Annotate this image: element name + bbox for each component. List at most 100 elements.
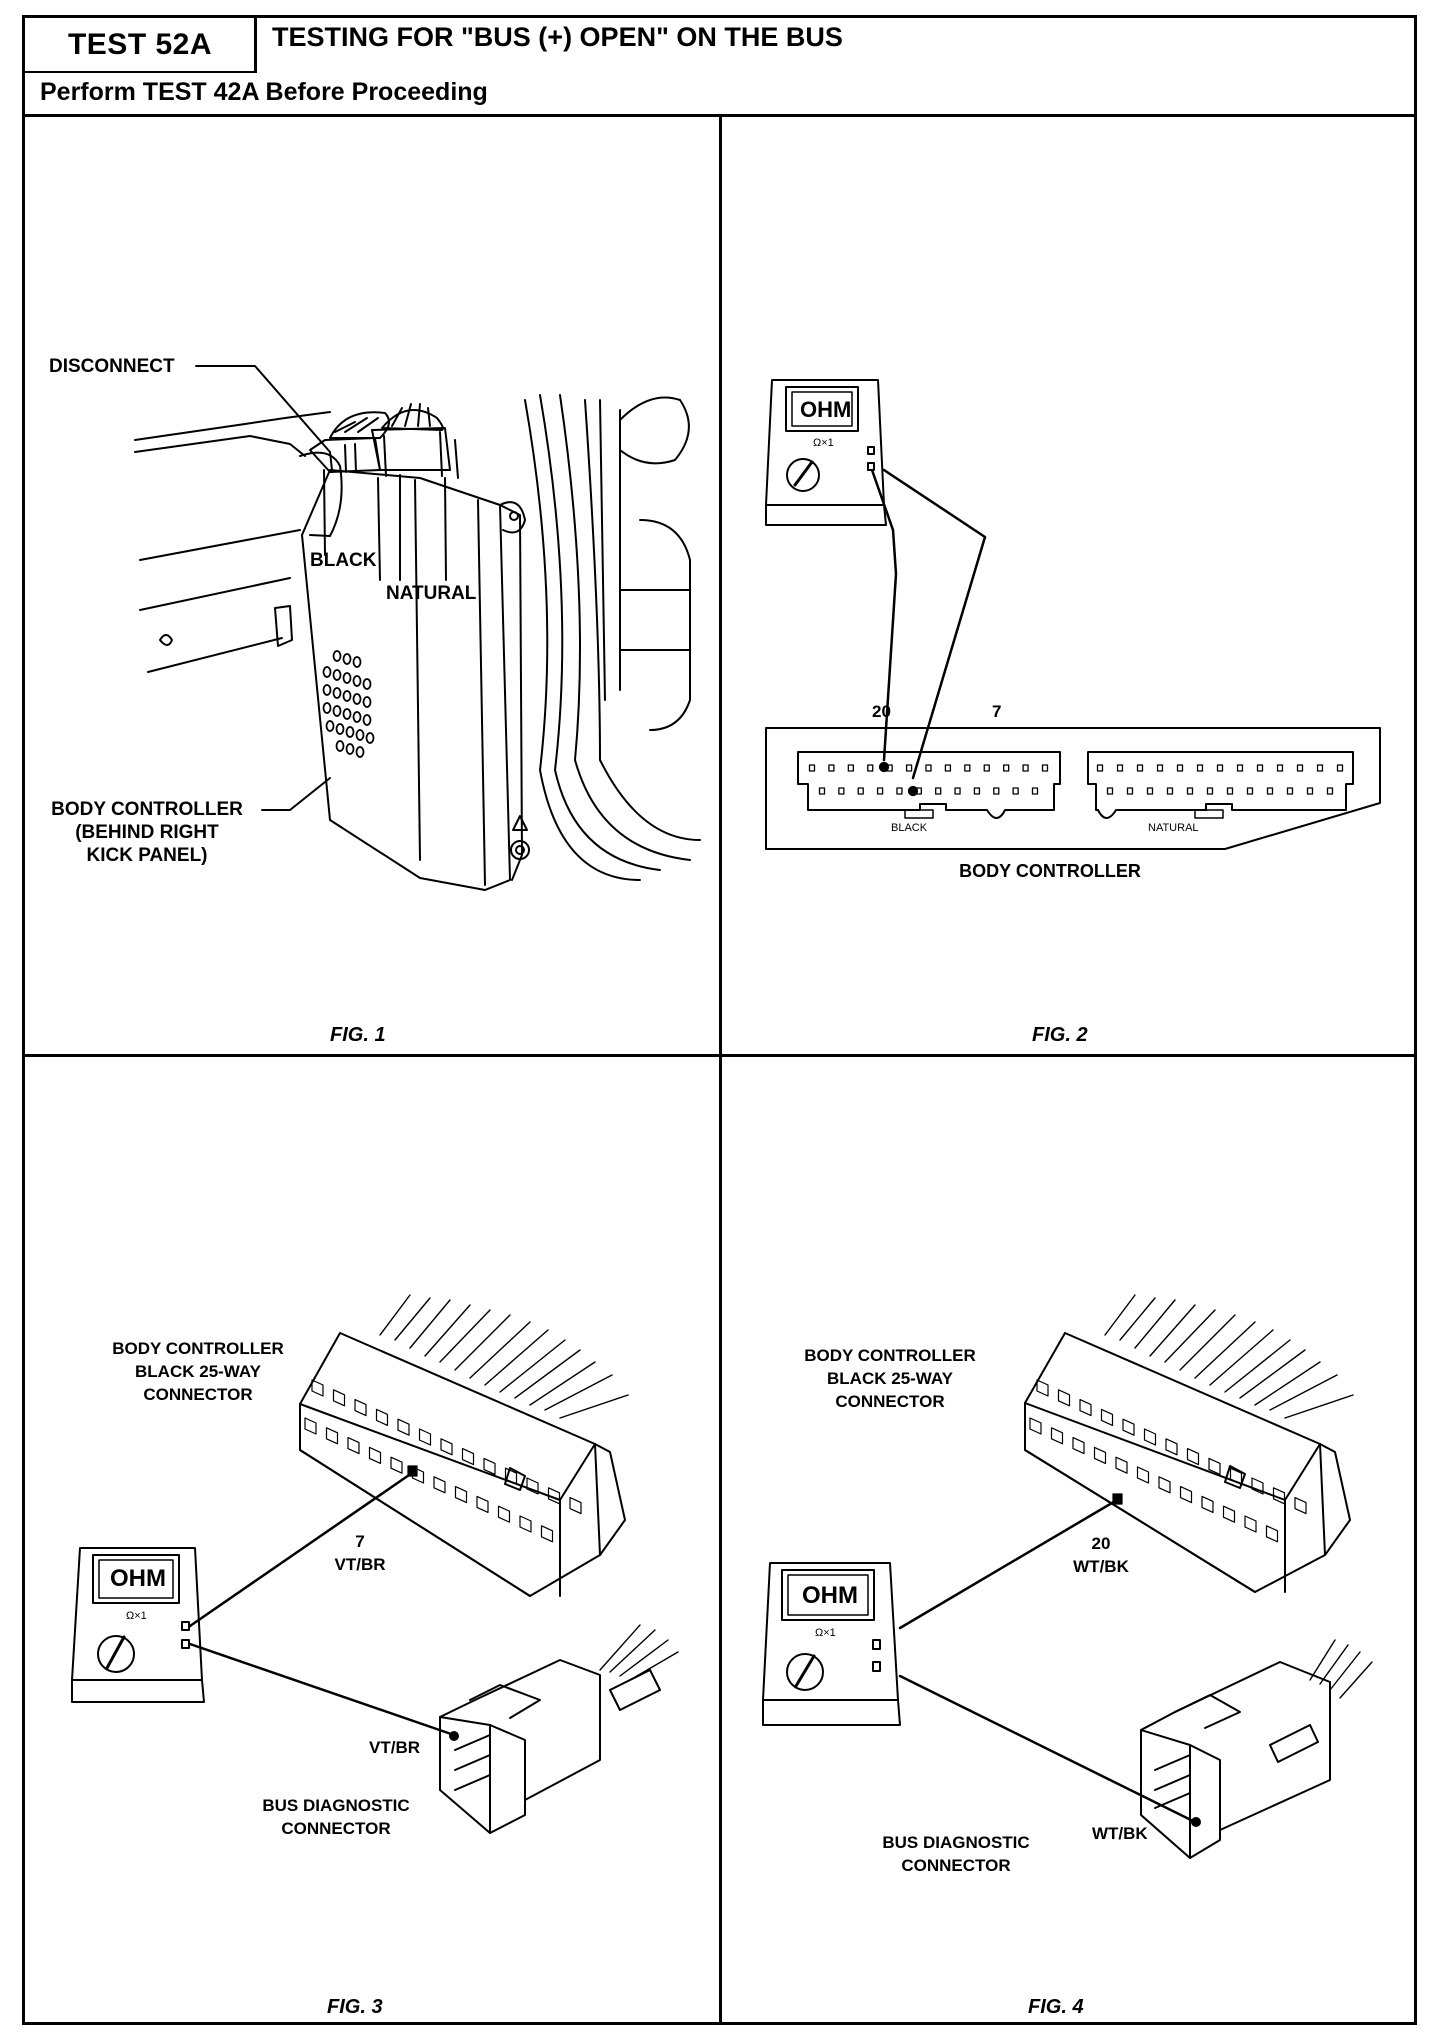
black-connector-pin: [984, 765, 989, 771]
fig3-bottom-cavity: [499, 1506, 510, 1522]
fig1-label-disconnect: DISCONNECT: [49, 356, 175, 377]
fig3-bottom-cavity: [348, 1438, 359, 1454]
fig3-label-connector: BODY CONTROLLER BLACK 25-WAY CONNECTOR: [112, 1337, 284, 1406]
fig1-label-black: BLACK: [310, 550, 377, 571]
fig3-label-diag-line1: BUS DIAGNOSTIC: [262, 1796, 410, 1815]
fig4-top-cavity: [1059, 1390, 1070, 1406]
fig1-label-body-controller-line2: (BEHIND RIGHT: [75, 822, 219, 843]
fig1-label-natural: NATURAL: [386, 583, 477, 604]
fig3-top-cavity: [334, 1390, 345, 1406]
black-connector-pin: [1004, 765, 1009, 771]
fig4-top-cavity: [1274, 1488, 1285, 1504]
fig3-bottom-cavity: [327, 1428, 338, 1444]
black-connector-pin: [829, 765, 834, 771]
fig4-label-connector-line3: CONNECTOR: [835, 1392, 945, 1411]
natural-connector-pin: [1208, 788, 1213, 794]
fig4-bottom-cavity: [1052, 1428, 1063, 1444]
fig3-bottom-cavity: [391, 1457, 402, 1473]
fig4-bottom-cavity: [1267, 1526, 1278, 1542]
black-connector-pin: [965, 765, 970, 771]
fig3-bottom-cavity: [456, 1487, 467, 1503]
natural-connector-pin: [1168, 788, 1173, 794]
fig2-meter-display: OHM: [800, 397, 852, 422]
black-connector-pin: [994, 788, 999, 794]
test-title: TESTING FOR "BUS (+) OPEN" ON THE BUS: [272, 22, 843, 52]
probe-tip-pin-7: [909, 787, 918, 796]
fig2-drawing: [766, 380, 1380, 849]
fig3-label-connector-line3: CONNECTOR: [143, 1385, 253, 1404]
natural-connector-pin: [1328, 788, 1333, 794]
fig3-top-cavity: [441, 1439, 452, 1455]
fig3-top-cavity: [570, 1498, 581, 1514]
fig1-label-body-controller: BODY CONTROLLER (BEHIND RIGHT KICK PANEL…: [51, 798, 243, 867]
fig4-bottom-cavity: [1030, 1418, 1041, 1434]
figure-row-divider: [22, 1054, 1417, 1057]
header-test-divider: [254, 15, 257, 73]
natural-connector-pin: [1228, 788, 1233, 794]
fig4-top-cavity: [1145, 1429, 1156, 1445]
fig4-bottom-cavity: [1073, 1438, 1084, 1454]
fig2-connector-pins: [810, 763, 1343, 796]
fig4-bottom-cavity: [1116, 1457, 1127, 1473]
fig3-bottom-cavity: [305, 1418, 316, 1434]
fig1-label-body-controller-line3: KICK PANEL): [86, 845, 208, 866]
black-connector-pin: [1033, 788, 1038, 794]
natural-connector-pin: [1338, 765, 1343, 771]
fig2-label-pin-7: 7: [992, 702, 1002, 721]
fig3-label-diag-line2: CONNECTOR: [281, 1819, 391, 1838]
fig2-label-natural: NATURAL: [1148, 822, 1199, 834]
black-connector-pin: [945, 765, 950, 771]
fig3-connector-cavities: [305, 1380, 581, 1542]
black-connector-pin: [1023, 765, 1028, 771]
fig4-top-cavity: [1080, 1400, 1091, 1416]
natural-connector-pin: [1178, 765, 1183, 771]
fig3-label-diag-connector: BUS DIAGNOSTIC CONNECTOR: [262, 1794, 409, 1840]
natural-connector-pin: [1098, 765, 1103, 771]
fig3-top-cavity: [463, 1449, 474, 1465]
fig3-top-cavity: [420, 1429, 431, 1445]
fig4-top-cavity: [1209, 1458, 1220, 1474]
fig3-meter-display: OHM: [110, 1565, 166, 1592]
figure-column-divider: [719, 114, 722, 2025]
fig4-bottom-cavity: [1159, 1477, 1170, 1493]
fig4-top-cavity: [1037, 1380, 1048, 1396]
fig4-probed-pin-20: [1113, 1494, 1122, 1504]
fig4-label-connector-line2: BLACK 25-WAY: [827, 1369, 953, 1388]
fig3-top-cavity: [484, 1458, 495, 1474]
natural-connector-pin: [1238, 765, 1243, 771]
fig3-bottom-cavity: [477, 1496, 488, 1512]
fig3-bottom-cavity: [434, 1477, 445, 1493]
fig1-drawing: [135, 366, 700, 890]
fig4-top-cavity: [1188, 1449, 1199, 1465]
fig4-label-connector-line1: BODY CONTROLLER: [804, 1346, 976, 1365]
black-connector-pin: [955, 788, 960, 794]
natural-connector-pin: [1148, 788, 1153, 794]
natural-connector-pin: [1118, 765, 1123, 771]
natural-connector-pin: [1198, 765, 1203, 771]
fig4-label-diag-connector: BUS DIAGNOSTIC CONNECTOR: [882, 1831, 1029, 1877]
black-connector-pin: [1013, 788, 1018, 794]
natural-connector-pin: [1158, 765, 1163, 771]
black-connector-pin: [926, 765, 931, 771]
probe-tip-pin-20: [880, 763, 889, 772]
fig2-label-black: BLACK: [891, 822, 928, 834]
fig4-bottom-cavity: [1224, 1506, 1235, 1522]
fig4-label-diag-line1: BUS DIAGNOSTIC: [882, 1833, 1030, 1852]
fig4-label-connector: BODY CONTROLLER BLACK 25-WAY CONNECTOR: [804, 1344, 976, 1413]
fig2-meter-range: Ω×1: [813, 437, 834, 449]
fig4-caption: FIG. 4: [1028, 1996, 1084, 2018]
fig3-label-diag-wire: VT/BR: [369, 1738, 420, 1757]
fig4-bottom-cavity: [1245, 1516, 1256, 1532]
fig2-label-pin-20: 20: [872, 702, 891, 721]
fig1-label-body-controller-line1: BODY CONTROLLER: [51, 799, 243, 820]
fig2-label-body-controller: BODY CONTROLLER: [959, 861, 1141, 881]
fig4-top-cavity: [1166, 1439, 1177, 1455]
fig4-bottom-cavity: [1138, 1467, 1149, 1483]
fig3-bottom-cavity: [370, 1447, 381, 1463]
natural-connector-pin: [1128, 788, 1133, 794]
fig3-label-pin-number: 7: [355, 1532, 365, 1551]
natural-connector-pin: [1248, 788, 1253, 794]
fig4-label-pin-number: 20: [1091, 1534, 1111, 1553]
fig3-label-pin: 7 VT/BR: [335, 1530, 386, 1576]
fig4-connector-cavities: [1030, 1380, 1306, 1542]
